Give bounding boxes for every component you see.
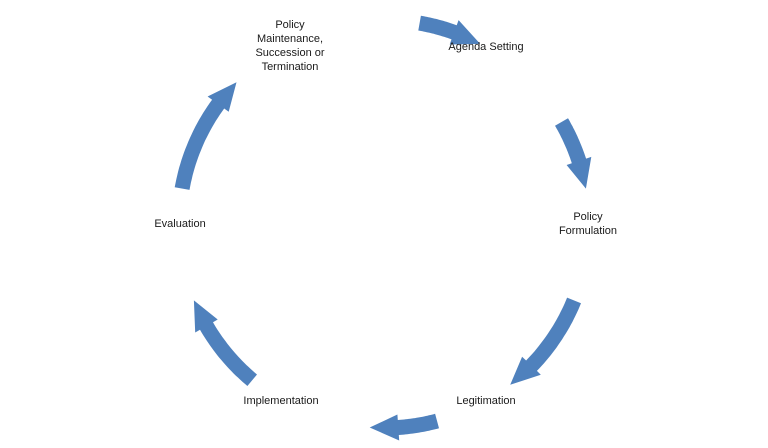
stage-label-agenda-setting: Agenda Setting [448, 41, 524, 53]
arrow-formulation-to-legitimation [510, 297, 581, 385]
stage-label-legitimation: Legitimation [456, 395, 516, 407]
arrow-implementation-to-evaluation [193, 300, 257, 386]
arrow-agenda-to-formulation [555, 118, 592, 189]
arrow-legitimation-to-implementation [369, 413, 439, 441]
arrow-maintenance-to-agenda [418, 15, 481, 45]
arrow-evaluation-to-maintenance [174, 82, 237, 190]
stage-label-policy-maintenance: Policy Maintenance, Succession or Termin… [255, 19, 325, 73]
stage-label-implementation: Implementation [243, 395, 319, 407]
stage-label-policy-formulation: Policy Formulation [558, 211, 618, 237]
stage-label-evaluation: Evaluation [154, 218, 206, 230]
